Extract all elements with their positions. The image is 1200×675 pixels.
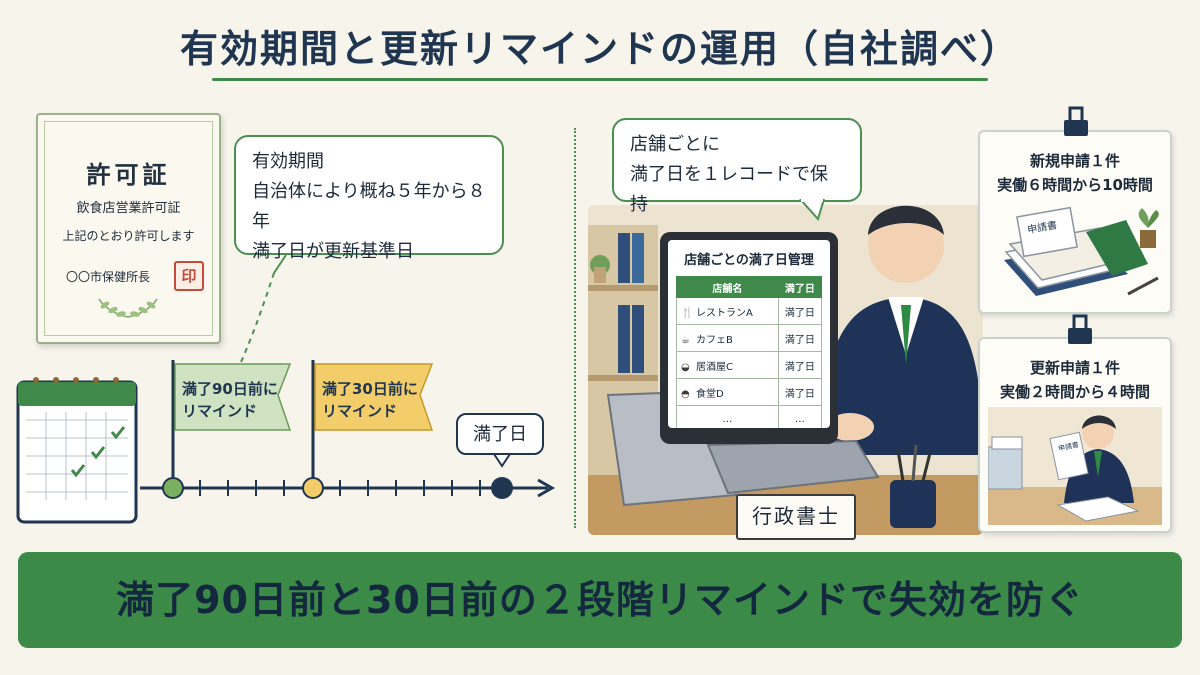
laurel-icon	[98, 298, 158, 318]
burger-icon: ◓	[681, 388, 690, 400]
validity-heading: 有効期間	[252, 151, 324, 172]
footer-banner: 満了90日前と30日前の２段階リマインドで失効を防ぐ	[18, 552, 1182, 648]
new-application-card: 新規申請１件 実働６時間から10時間 申請書	[978, 130, 1172, 314]
document-stack-icon: 申請書	[1004, 206, 1159, 296]
document-label: 申請書	[1057, 440, 1079, 453]
store-cell: ☕ カフェB	[676, 324, 779, 352]
bowl-icon: ◒	[681, 361, 690, 373]
certificate-statement: 上記のとおり許可します	[62, 229, 195, 243]
table-row: ☕ カフェB 満了日	[676, 324, 823, 352]
store-name: 居酒屋C	[696, 361, 733, 373]
flag-90-label: 満了90日前に リマインド	[182, 378, 282, 422]
renewal-application-hours: 実働２時間から４時間	[999, 383, 1150, 401]
validity-bubble: 有効期間 自治体により概ね５年から８年 満了日が更新基準日	[234, 135, 504, 262]
certificate-title: 許可証	[86, 161, 171, 189]
binder-clip-icon	[1064, 106, 1088, 136]
new-application-hours: 実働６時間から10時間	[997, 176, 1153, 194]
record-line1: 店舗ごとに	[630, 134, 720, 155]
permit-certificate: 許可証 飲食店営業許可証 上記のとおり許可します 〇〇市保健所長 印	[36, 113, 221, 344]
store-name: 食堂D	[696, 388, 724, 400]
section-divider	[574, 128, 576, 528]
new-application-title: 新規申請１件	[1029, 152, 1120, 170]
record-bubble-pointer	[799, 199, 825, 221]
column-header-due: 満了日	[777, 276, 823, 298]
flag-90-icon	[171, 360, 292, 488]
store-cell: ◓ 食堂D	[676, 378, 779, 406]
due-date-label: 満了日	[456, 413, 544, 455]
certificate-border	[44, 121, 213, 336]
due-cell: 満了日	[777, 324, 823, 352]
marker-due-dot	[491, 477, 513, 499]
renewal-application-title: 更新申請１件	[1029, 359, 1120, 377]
table-row: 🍴レストランA 満了日	[676, 297, 823, 325]
person-reviewing-documents-icon: 申請書	[988, 407, 1162, 525]
store-due-date-screen: 店舗ごとの満了日管理 店舗名 満了日 🍴レストランA 満了日 ☕ カフェB 満了日…	[668, 240, 830, 428]
footer-message: 満了90日前と30日前の２段階リマインドで失効を防ぐ	[116, 578, 1084, 622]
title-underline	[212, 78, 988, 81]
flag-30-line2: リマインド	[322, 402, 398, 420]
validity-basis: 満了日が更新基準日	[252, 241, 414, 262]
validity-bubble-pointer	[237, 254, 287, 370]
table-row: ◒ 居酒屋C 満了日	[676, 351, 823, 379]
marker-90-dot	[162, 477, 184, 499]
ellipsis-cell: …	[777, 405, 823, 428]
record-line2: 満了日を１レコードで保持	[630, 164, 828, 215]
record-bubble: 店舗ごとに 満了日を１レコードで保持	[612, 118, 862, 215]
certificate-issuer: 〇〇市保健所長	[66, 270, 151, 284]
nameplate: 行政書士	[736, 494, 856, 540]
store-name: レストランA	[696, 307, 753, 319]
marker-30-dot	[302, 477, 324, 499]
screen-title: 店舗ごとの満了日管理	[684, 253, 814, 268]
store-cell: ◒ 居酒屋C	[676, 351, 779, 379]
ellipsis-cell: …	[676, 405, 779, 428]
calendar-icon	[16, 377, 138, 524]
certificate-subtitle: 飲食店営業許可証	[76, 201, 181, 216]
flag-90-line2: リマインド	[182, 402, 258, 420]
validity-range: 自治体により概ね５年から８年	[252, 181, 486, 232]
table-row: ◓ 食堂D 満了日	[676, 378, 823, 406]
table-row: … …	[676, 405, 823, 428]
page-title: 有効期間と更新リマインドの運用（自社調べ）	[179, 27, 1020, 71]
due-cell: 満了日	[777, 297, 823, 325]
flag-30-icon	[311, 360, 434, 488]
coffee-cup-icon: ☕	[681, 334, 690, 346]
store-name: カフェB	[696, 334, 733, 346]
due-cell: 満了日	[777, 378, 823, 406]
reminder-timeline	[16, 360, 556, 524]
flag-30-label: 満了30日前に リマインド	[322, 378, 422, 422]
due-date-table: 店舗名 満了日 🍴レストランA 満了日 ☕カフェB 満了日 ◒居酒屋C 満了日 …	[676, 276, 823, 428]
column-header-store: 店舗名	[676, 276, 779, 298]
due-cell: 満了日	[777, 351, 823, 379]
binder-clip-icon	[1068, 314, 1092, 344]
table-header-row: 店舗名 満了日	[676, 276, 823, 298]
store-cell: 🍴レストランA	[676, 297, 779, 325]
renewal-application-card: 更新申請１件 実働２時間から４時間 申請書	[978, 337, 1172, 533]
flag-30-line1: 満了30日前に	[322, 380, 418, 398]
flag-90-line1: 満了90日前に	[182, 380, 278, 398]
seal-stamp: 印	[174, 261, 204, 291]
fork-knife-icon: 🍴	[681, 307, 694, 319]
